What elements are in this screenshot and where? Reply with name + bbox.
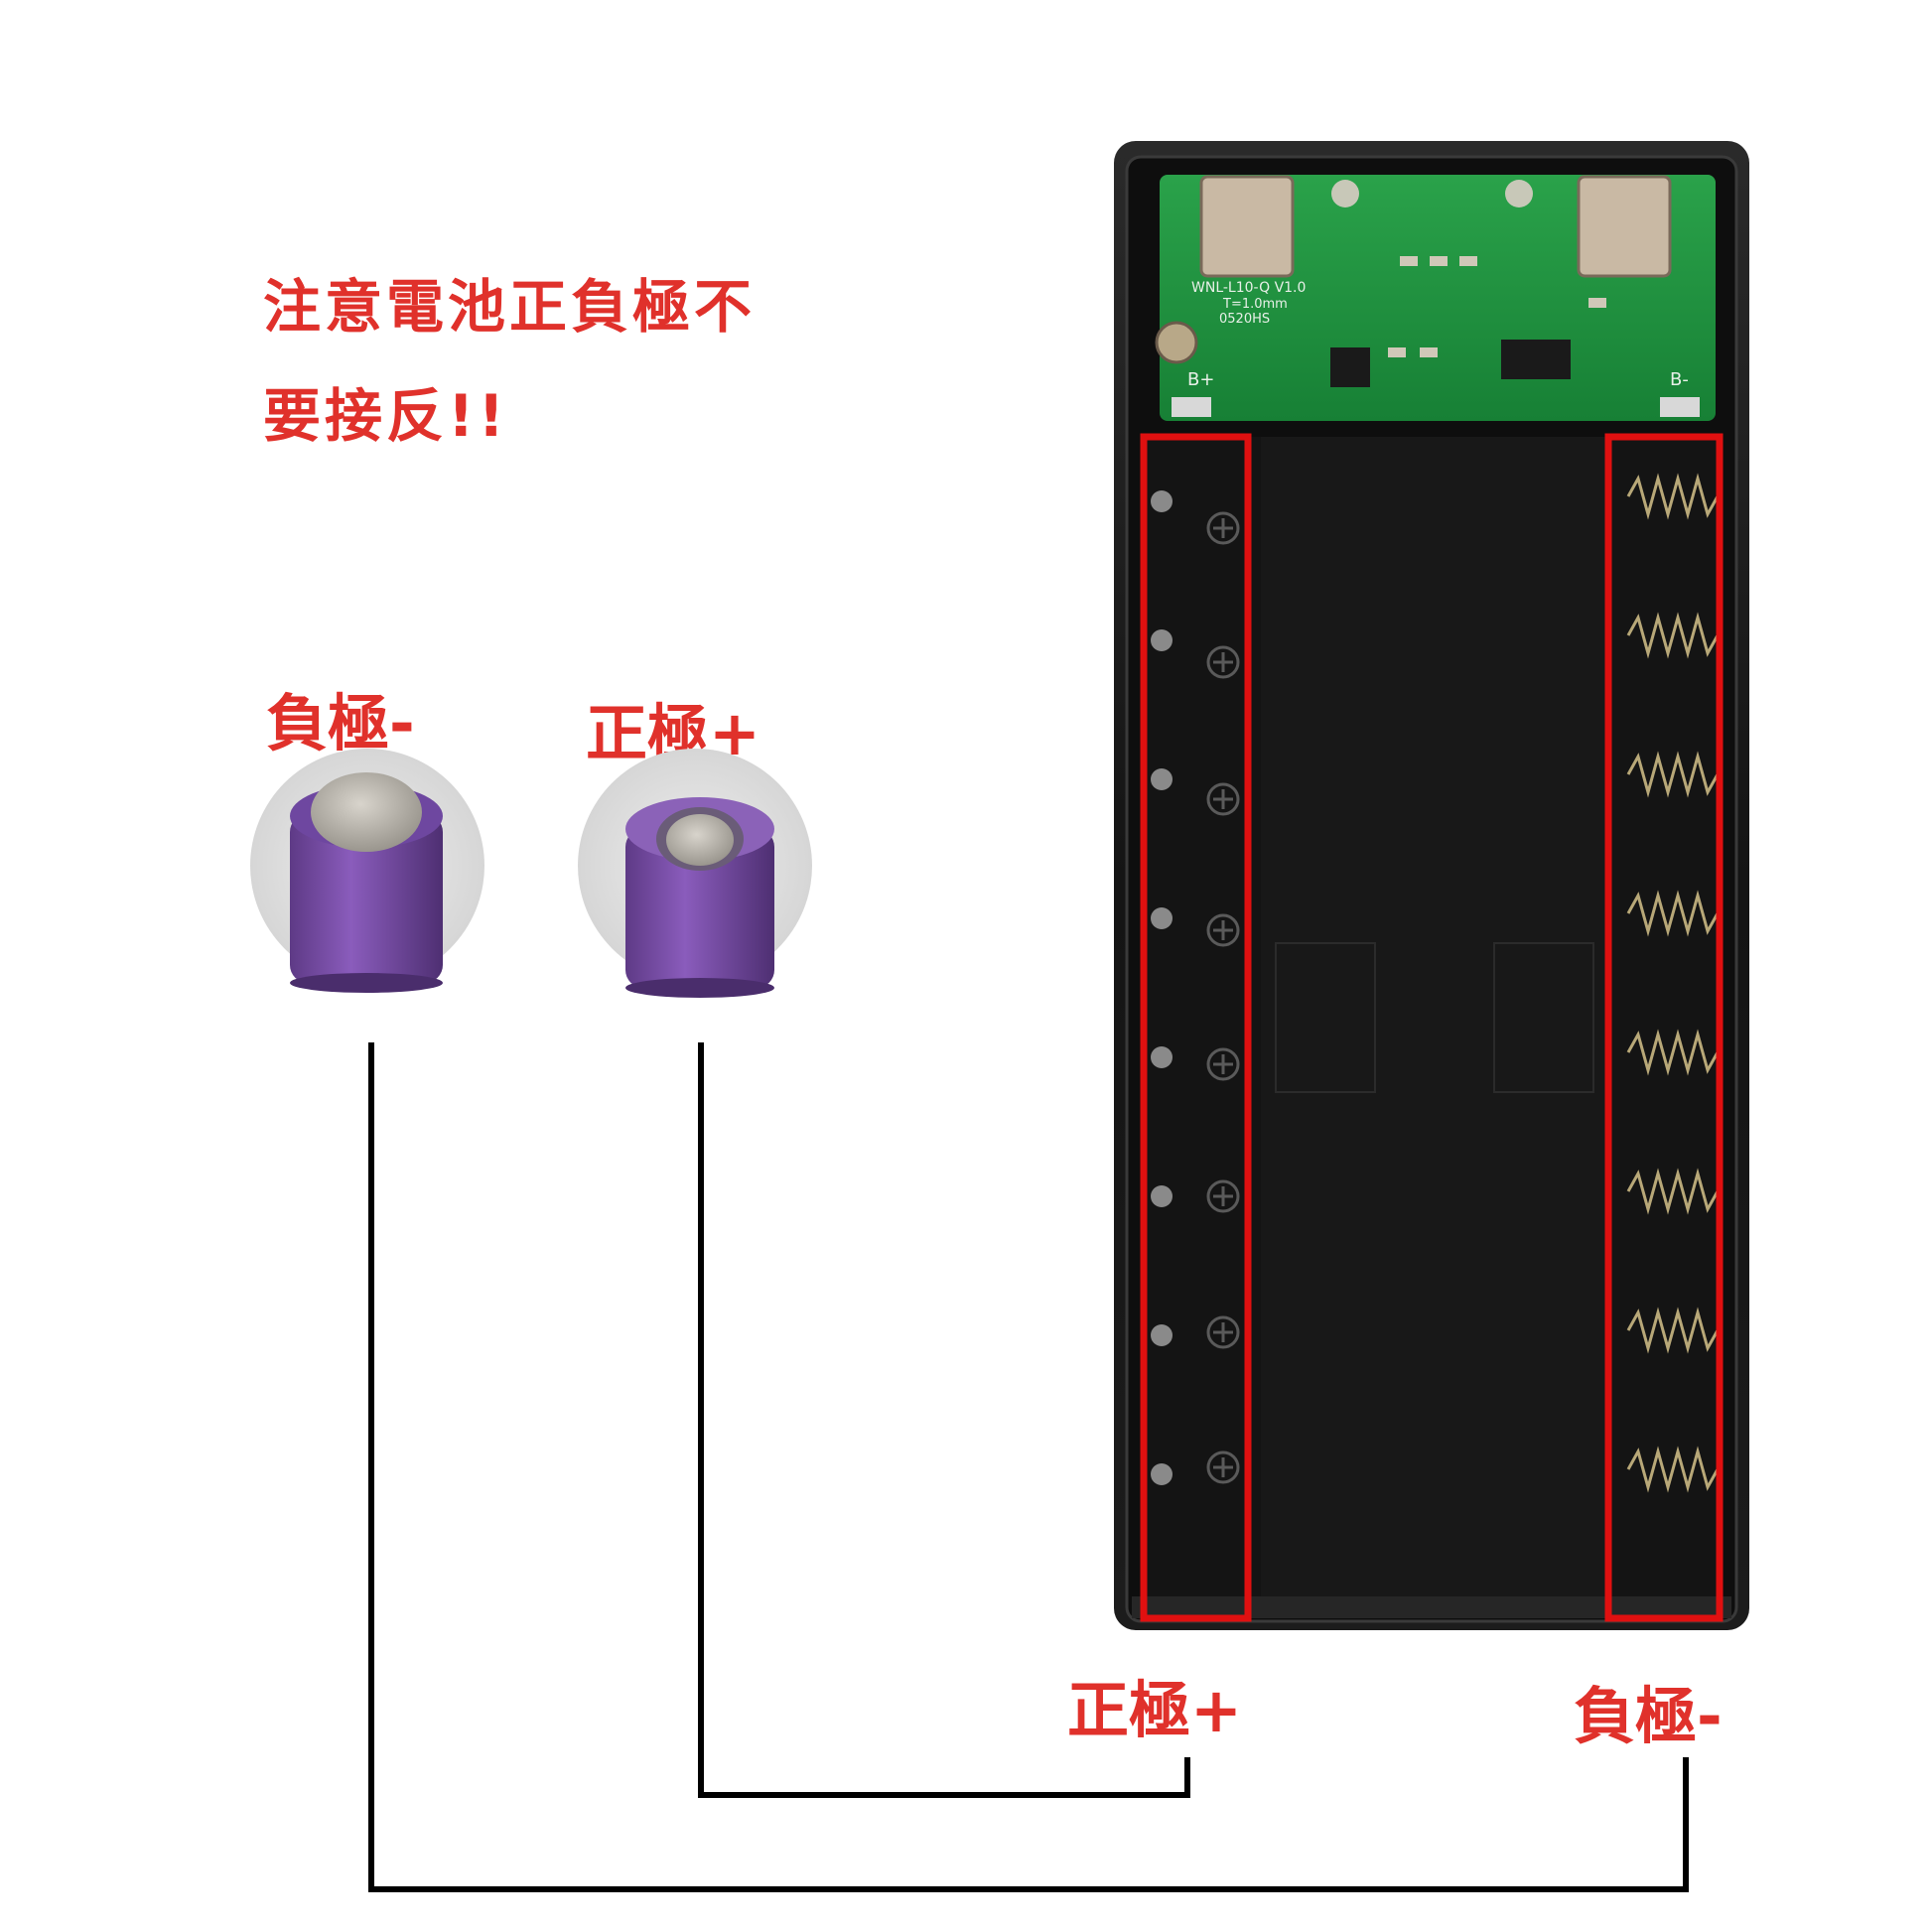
box-negative-label: 負極- [1574,1680,1723,1752]
warning-line-1: 注意電池正負極不 [263,273,757,341]
legend-negative-label: 負極- [266,687,415,759]
chip-u1 [1330,347,1370,387]
negative-battery-icon [250,749,484,993]
led-left [1331,180,1359,207]
box-positive-label: 正極+ [1067,1674,1242,1746]
pcb-text-thickness: T=1.0mm [1222,297,1288,312]
usb-port-right [1577,175,1672,278]
connector-lines [368,1042,1689,1892]
positive-battery-icon [578,749,812,998]
usb-port-left [1199,175,1295,278]
negative-springs [1626,473,1720,1493]
pcb-text-code: 0520HS [1219,312,1270,327]
battery-box: WNL-L10-Q V1.0 T=1.0mm 0520HS B+ B- [1114,141,1749,1630]
positive-highlight-box [1140,433,1252,1622]
negative-connector-line [368,1042,1689,1892]
pcb-button [1155,321,1198,364]
chip-u4 [1501,340,1571,379]
pcb-text-b-minus: B- [1670,369,1689,390]
pcb-board: WNL-L10-Q V1.0 T=1.0mm 0520HS B+ B- [1155,175,1716,421]
positive-connector-line [698,1042,1190,1798]
negative-highlight-box [1604,433,1724,1622]
positive-contacts [1151,490,1240,1485]
warning-line-2: 要接反!! [263,382,508,450]
led-right [1505,180,1533,207]
pcb-text-model: WNL-L10-Q V1.0 [1191,280,1306,296]
pcb-text-b-plus: B+ [1187,369,1214,390]
